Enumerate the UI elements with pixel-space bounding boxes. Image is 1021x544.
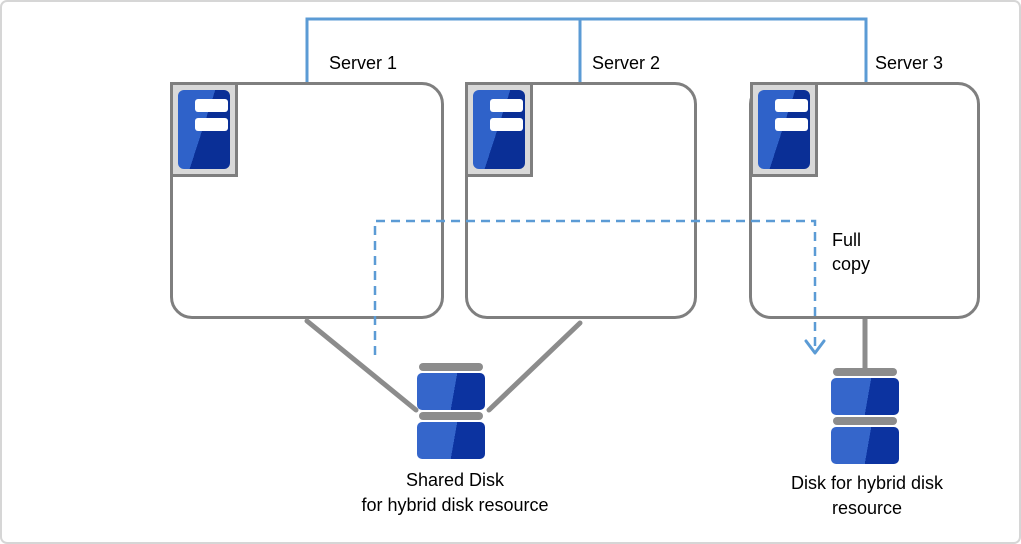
- server1-shared-disk-connector: [304, 318, 419, 413]
- server-drive-slot: [195, 99, 228, 112]
- full-copy-line2: copy: [832, 254, 871, 274]
- server-3-label: Server 3: [875, 53, 944, 73]
- server-1-label: Server 1: [329, 53, 398, 73]
- shared-disk-icon: [417, 363, 485, 461]
- full-copy-line1: Full: [832, 230, 862, 250]
- hybrid-disk-caption-line2: resource: [831, 498, 903, 518]
- server2-shared-disk-connector: [486, 320, 583, 413]
- disk-cap: [833, 417, 897, 425]
- server-drive-slot: [490, 118, 523, 131]
- server-tower-glyph: [473, 90, 525, 169]
- server-icon: [170, 82, 238, 177]
- disk-platter: [417, 422, 485, 459]
- shared-disk-caption-line1: Shared Disk: [405, 470, 505, 490]
- disk-cap: [419, 363, 483, 371]
- hybrid-disk-caption-line1: Disk for hybrid disk: [790, 473, 944, 493]
- server-drive-slot: [490, 99, 523, 112]
- disk-cap: [833, 368, 897, 376]
- shared-disk-caption-line2: for hybrid disk resource: [361, 495, 549, 515]
- server-tower-glyph: [758, 90, 810, 169]
- server-2-label: Server 2: [592, 53, 661, 73]
- disk-platter: [831, 378, 899, 415]
- server-drive-slot: [775, 118, 808, 131]
- arrow-down-icon: [804, 339, 826, 355]
- disk-platter: [831, 427, 899, 464]
- server-icon: [750, 82, 818, 177]
- server-tower-glyph: [178, 90, 230, 169]
- server-drive-slot: [195, 118, 228, 131]
- disk-cap: [419, 412, 483, 420]
- hybrid-disk-caption: Disk for hybrid disk resource: [747, 471, 987, 521]
- hybrid-disk-icon: [831, 368, 899, 466]
- disk-platter: [417, 373, 485, 410]
- server-icon: [465, 82, 533, 177]
- full-copy-label: Full copy: [832, 228, 870, 276]
- shared-disk-caption: Shared Disk for hybrid disk resource: [305, 468, 605, 518]
- server-drive-slot: [775, 99, 808, 112]
